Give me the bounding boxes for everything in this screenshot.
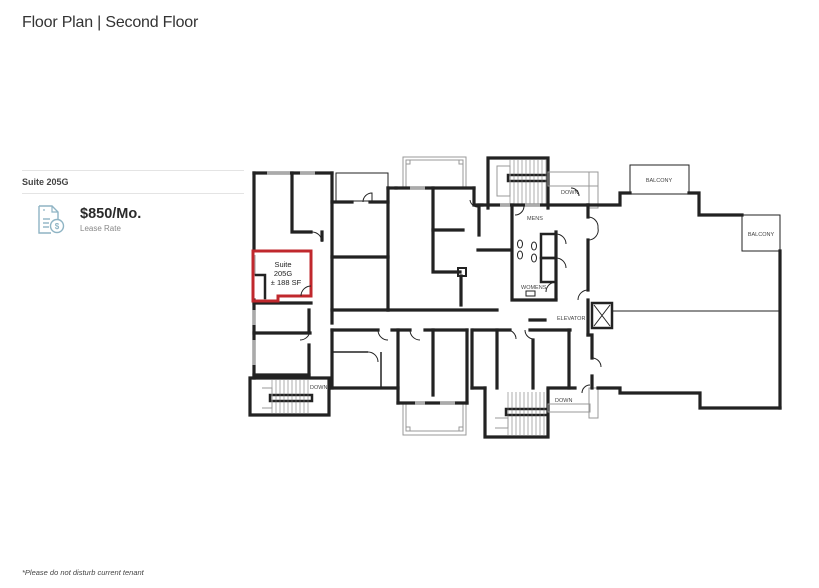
svg-text:$: $ (55, 222, 60, 231)
footnote: *Please do not disturb current tenant (22, 568, 144, 577)
suite-label-area: ± 188 SF (271, 278, 302, 287)
exterior-walls (252, 171, 782, 410)
balcony-lower: BALCONY (741, 214, 781, 252)
restroom-fixtures: MENS WOMENS (517, 216, 547, 297)
lease-rate-label: Lease Rate (80, 224, 121, 233)
down-label-bottom: DOWN (555, 398, 572, 404)
divider (22, 193, 244, 194)
suite-info-panel: Suite 205G $ $850/Mo. Lease Rate (22, 170, 244, 236)
down-label-left: DOWN (310, 385, 327, 391)
document-dollar-icon: $ (38, 205, 65, 234)
balcony-upper: BALCONY (629, 164, 690, 195)
suite-label-name: Suite (274, 260, 291, 269)
mens-label: MENS (527, 216, 543, 222)
suite-label-number: 205G (274, 269, 293, 278)
stairwell-top: DOWN (486, 156, 599, 210)
lease-price: $850/Mo. (80, 206, 142, 222)
divider (22, 170, 244, 171)
svg-text:BALCONY: BALCONY (646, 178, 673, 184)
page-title: Floor Plan | Second Floor (22, 14, 199, 31)
svg-text:BALCONY: BALCONY (748, 232, 775, 238)
suite-205g-highlight[interactable]: Suite 205G ± 188 SF (251, 249, 313, 303)
doors (299, 187, 602, 394)
womens-label: WOMENS (521, 285, 547, 291)
stairwell-bottom: DOWN (483, 386, 599, 439)
down-label-top: DOWN (561, 190, 578, 196)
top-center-balcony (402, 156, 467, 188)
bottom-center-balcony (402, 402, 467, 436)
lease-rate-row: $ $850/Mo. Lease Rate (22, 204, 244, 236)
stairwell-left: DOWN (248, 376, 331, 417)
elevator-label: ELEVATOR (557, 316, 585, 322)
suite-name: Suite 205G (22, 177, 69, 187)
